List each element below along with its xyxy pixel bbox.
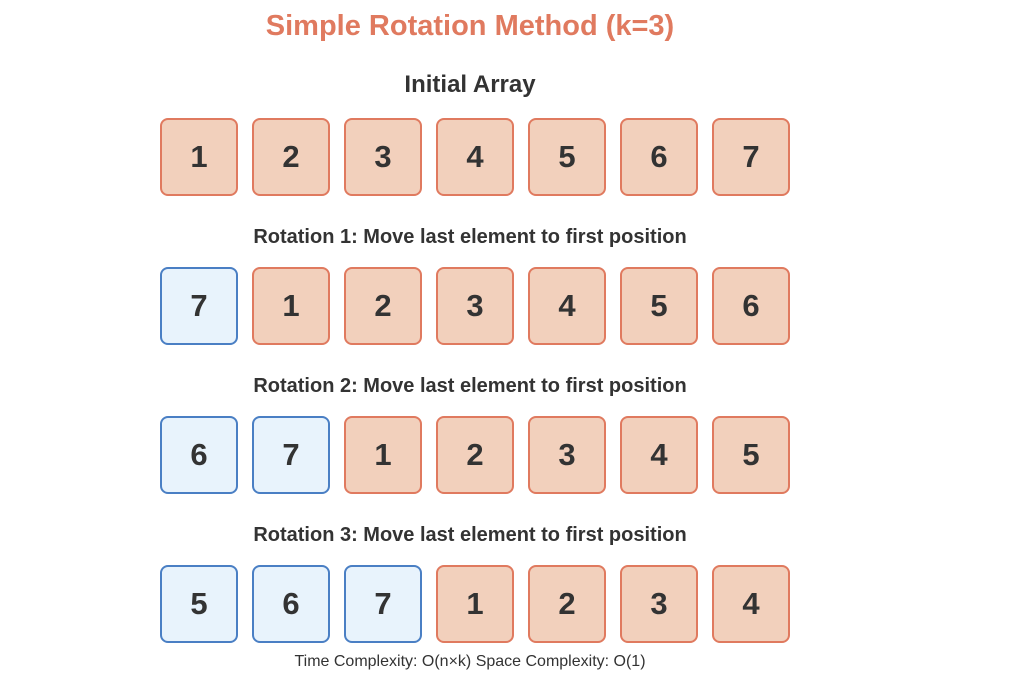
array-cell: 4 xyxy=(436,118,514,196)
initial-array-label: Initial Array xyxy=(404,71,536,98)
array-cell: 3 xyxy=(344,118,422,196)
array-cell-moved: 6 xyxy=(252,565,330,643)
array-cell: 3 xyxy=(528,416,606,494)
array-cell: 5 xyxy=(712,416,790,494)
array-cell: 4 xyxy=(712,565,790,643)
rotation-3-label: Rotation 3: Move last element to first p… xyxy=(253,524,687,546)
array-cell: 5 xyxy=(620,267,698,345)
array-cell: 4 xyxy=(528,267,606,345)
array-cell-moved: 7 xyxy=(252,416,330,494)
array-cell: 3 xyxy=(436,267,514,345)
array-cell: 2 xyxy=(528,565,606,643)
complexity-note: Time Complexity: O(n×k) Space Complexity… xyxy=(294,653,646,670)
array-cell: 5 xyxy=(528,118,606,196)
array-cell-moved: 5 xyxy=(160,565,238,643)
array-cell: 2 xyxy=(344,267,422,345)
rotation-1-label: Rotation 1: Move last element to first p… xyxy=(253,226,687,248)
array-cell: 1 xyxy=(344,416,422,494)
array-cell: 1 xyxy=(160,118,238,196)
array-cell: 4 xyxy=(620,416,698,494)
array-cell: 2 xyxy=(436,416,514,494)
array-cell: 6 xyxy=(712,267,790,345)
rotation-2-label: Rotation 2: Move last element to first p… xyxy=(253,375,687,397)
array-cell-moved: 7 xyxy=(160,267,238,345)
array-cell: 1 xyxy=(252,267,330,345)
array-cell-moved: 6 xyxy=(160,416,238,494)
array-cell-moved: 7 xyxy=(344,565,422,643)
array-cell: 7 xyxy=(712,118,790,196)
array-cell: 6 xyxy=(620,118,698,196)
array-cell: 2 xyxy=(252,118,330,196)
array-cell: 3 xyxy=(620,565,698,643)
array-cell: 1 xyxy=(436,565,514,643)
diagram-title: Simple Rotation Method (k=3) xyxy=(265,10,675,42)
